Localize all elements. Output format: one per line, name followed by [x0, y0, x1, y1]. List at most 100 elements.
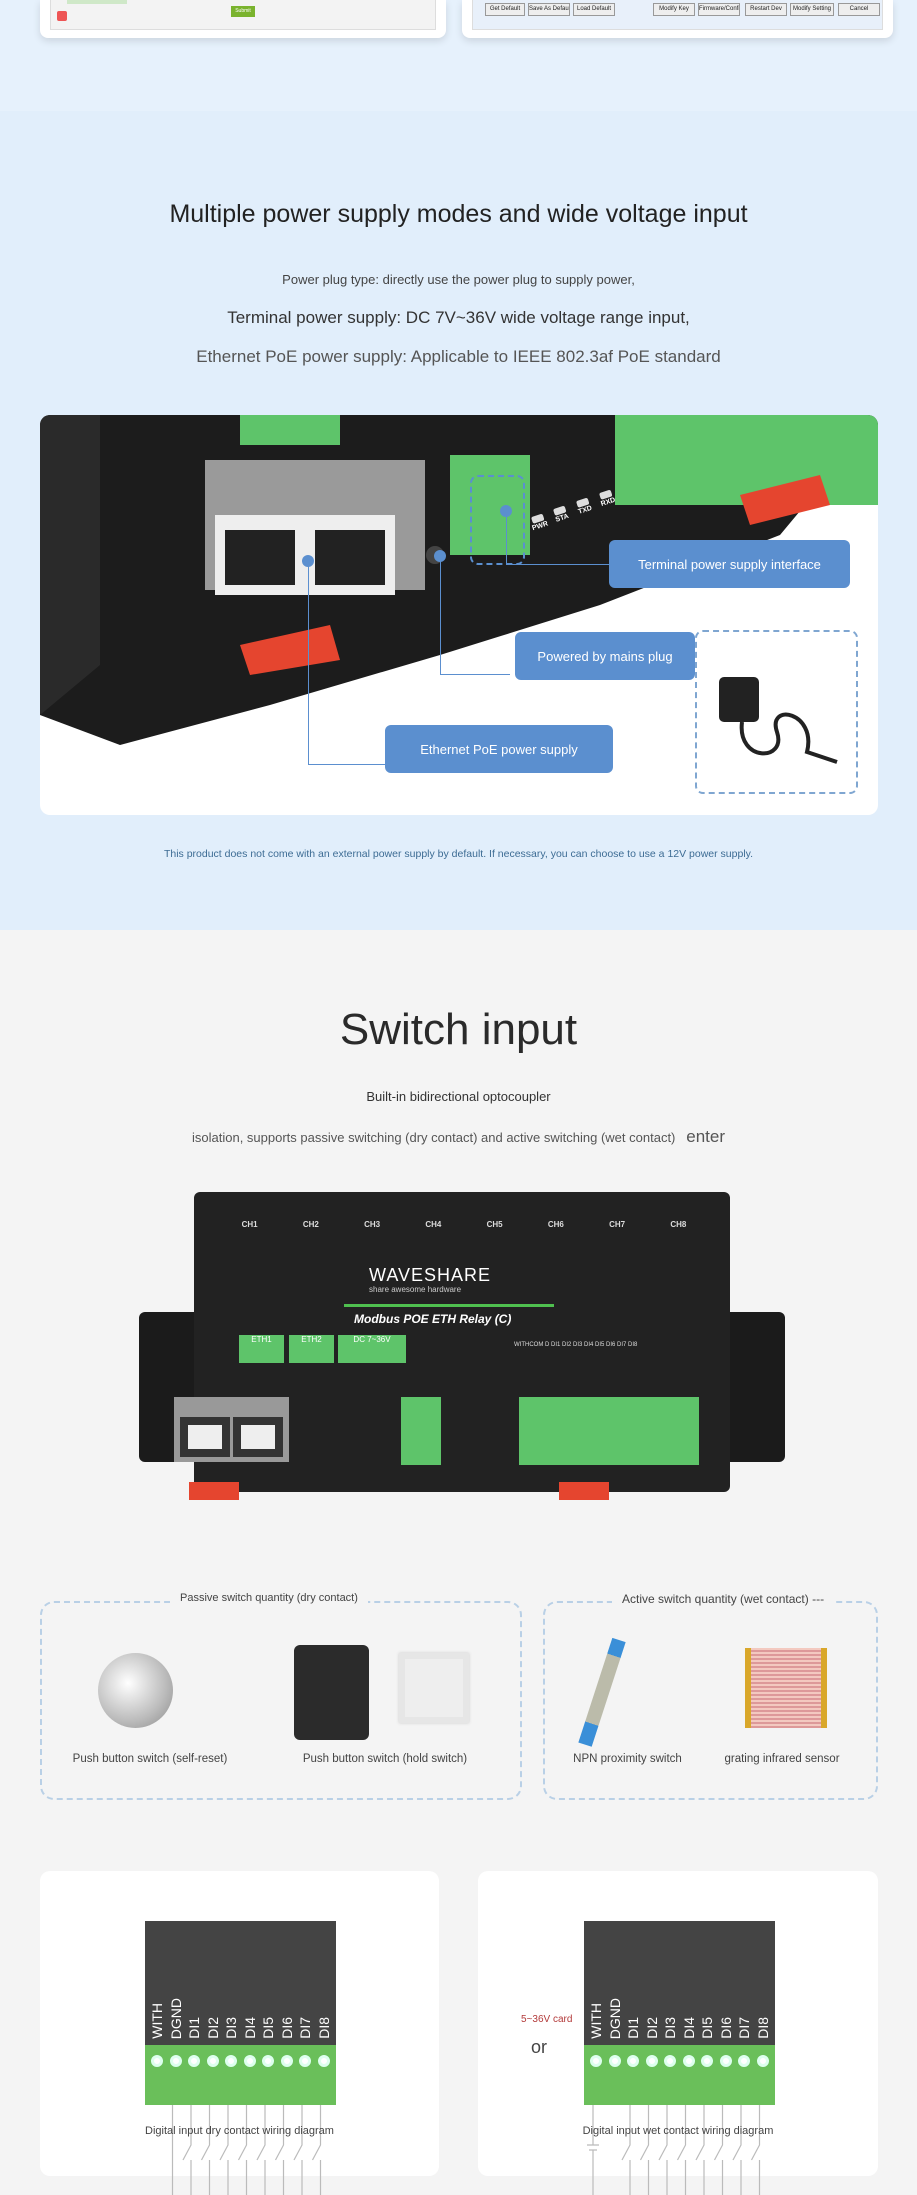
di-labels: WITHCOM D DI1 DI2 DI3 DI4 DI5 DI6 DI7 DI…	[514, 1342, 638, 1348]
channel-label: CH2	[302, 1220, 319, 1229]
wet-caption: Digital input wet contact wiring diagram	[582, 2125, 774, 2137]
switch-caption: grating infrared sensor	[724, 1753, 840, 1765]
screw-icon	[590, 2055, 602, 2067]
terminal: DI4	[680, 1921, 699, 2105]
poe-power-callout: Ethernet PoE power supply	[385, 725, 613, 773]
power-line-2: Terminal power supply: DC 7V~36V wide vo…	[227, 308, 690, 327]
terminal: DI3	[661, 1921, 680, 2105]
terminal-label: DI1	[625, 2017, 641, 2039]
wet-wiring-lines	[587, 2105, 761, 2195]
cancel-button[interactable]: Cancel	[838, 3, 880, 16]
power-line-1: Power plug type: directly use the power …	[282, 272, 635, 287]
terminal: WITH	[587, 1921, 606, 2105]
screw-icon	[756, 2055, 769, 2067]
channel-label: CH1	[241, 1220, 258, 1229]
screw-icon	[188, 2055, 200, 2067]
switch-caption: Push button switch (hold switch)	[302, 1753, 468, 1765]
screw-icon	[682, 2055, 695, 2067]
submit-button[interactable]: Submit	[231, 6, 255, 17]
terminal-label: DGND	[606, 1997, 623, 2039]
terminal-block	[584, 1921, 775, 2045]
terminal: DGND	[606, 1921, 625, 2105]
plug-marker	[434, 550, 446, 562]
switch-caption: NPN proximity switch	[573, 1753, 682, 1765]
terminal: DI6	[278, 1921, 297, 2105]
terminal-label: DI4	[241, 2017, 258, 2039]
screw-icon	[701, 2055, 713, 2067]
switch-title: Switch input	[339, 1005, 578, 1054]
power-title: Multiple power supply modes and wide vol…	[169, 200, 748, 228]
eth2-port: ETH2	[289, 1335, 334, 1363]
screw-icon	[299, 2055, 311, 2067]
terminal-label: WITH	[149, 2003, 165, 2039]
screw-icon	[243, 2055, 256, 2067]
channel-label: CH3	[364, 1220, 381, 1229]
active-switch-title: Active switch quantity (wet contact) ---	[612, 1592, 835, 1606]
terminal-label: DI1	[186, 2017, 202, 2039]
terminal-label: DI5	[260, 2017, 276, 2039]
terminal: DI1	[185, 1921, 204, 2105]
terminal-label: DI6	[278, 2017, 295, 2039]
terminal: DI8	[754, 1921, 773, 2105]
terminal: DI1	[624, 1921, 643, 2105]
screw-icon	[225, 2055, 237, 2067]
terminal-label: DI2	[643, 2017, 660, 2039]
get-default-button[interactable]: Get Default	[485, 3, 525, 16]
screw-icon	[608, 2055, 621, 2067]
modify-key-button[interactable]: Modify Key	[653, 3, 695, 16]
power-diagram-card: PWR STA TXD RXD Terminal power supply in…	[40, 415, 878, 815]
terminal-label: DGND	[167, 1997, 184, 2039]
terminal-power-callout: Terminal power supply interface	[609, 540, 850, 588]
terminal: DI6	[717, 1921, 736, 2105]
terminal-label: DI2	[204, 2017, 221, 2039]
or-label: or	[531, 2037, 548, 2057]
terminal-label: WITH	[588, 2003, 604, 2039]
switch-line-2: isolation, supports passive switching (d…	[0, 1127, 917, 1147]
tagline: share awesome hardware	[369, 1285, 462, 1294]
restart-dev-button[interactable]: Restart Dev	[745, 3, 787, 16]
terminal-block	[145, 1921, 336, 2045]
switch-line-2-suffix: enter	[686, 1127, 725, 1146]
switch-line-2-text: isolation, supports passive switching (d…	[192, 1130, 676, 1145]
switch-line-1: Built-in bidirectional optocoupler	[366, 1089, 551, 1104]
terminal-label: DI7	[736, 2017, 752, 2039]
save-as-default-button[interactable]: Save As Default	[528, 3, 570, 16]
terminal: DGND	[167, 1921, 186, 2105]
screw-icon	[262, 2055, 274, 2067]
channel-label: CH6	[547, 1220, 564, 1229]
channel-label: CH5	[486, 1220, 503, 1229]
channel-label: CH8	[670, 1220, 687, 1229]
waveshare-logo: WAVESHARE	[369, 1265, 492, 1285]
screw-icon	[151, 2055, 163, 2067]
power-footnote: This product does not come with an exter…	[163, 848, 754, 860]
switch-caption: Push button switch (self-reset)	[72, 1753, 228, 1765]
channel-labels: CH1 CH2 CH3 CH4 CH5 CH6 CH7 CH8	[219, 1220, 709, 1229]
terminal: DI8	[315, 1921, 334, 2105]
terminal: DI3	[222, 1921, 241, 2105]
relay-device-image: CH1 CH2 CH3 CH4 CH5 CH6 CH7 CH8 WAVESHAR…	[139, 1192, 785, 1512]
terminal: DI5	[698, 1921, 717, 2105]
modify-setting-button[interactable]: Modify Setting	[790, 3, 834, 16]
passive-switch-title: Passive switch quantity (dry contact)	[170, 1592, 368, 1604]
screw-icon	[627, 2055, 639, 2067]
terminal-label: DI4	[680, 2017, 697, 2039]
terminal: DI2	[643, 1921, 662, 2105]
eth1-port: ETH1	[239, 1335, 284, 1363]
terminal-label: DI3	[662, 2017, 678, 2039]
push-button-self-reset-image	[98, 1653, 173, 1728]
screw-icon	[169, 2055, 182, 2067]
voltage-label: 5~36V card	[521, 2014, 573, 2025]
dry-caption: Digital input dry contact wiring diagram	[145, 2125, 334, 2137]
load-default-button[interactable]: Load Default	[573, 3, 615, 16]
terminal-label: DI8	[315, 2017, 332, 2039]
terminal-marker	[500, 505, 512, 517]
terminal: DI7	[296, 1921, 315, 2105]
screw-icon	[280, 2055, 293, 2067]
firmware-config-button[interactable]: Firmware/Config	[698, 3, 740, 16]
config-tool-screenshot: Get Default Save As Default Load Default…	[462, 0, 893, 38]
screw-icon	[664, 2055, 676, 2067]
infrared-grating-image	[745, 1648, 827, 1728]
terminal-label: DI5	[699, 2017, 715, 2039]
channel-label: CH7	[609, 1220, 626, 1229]
